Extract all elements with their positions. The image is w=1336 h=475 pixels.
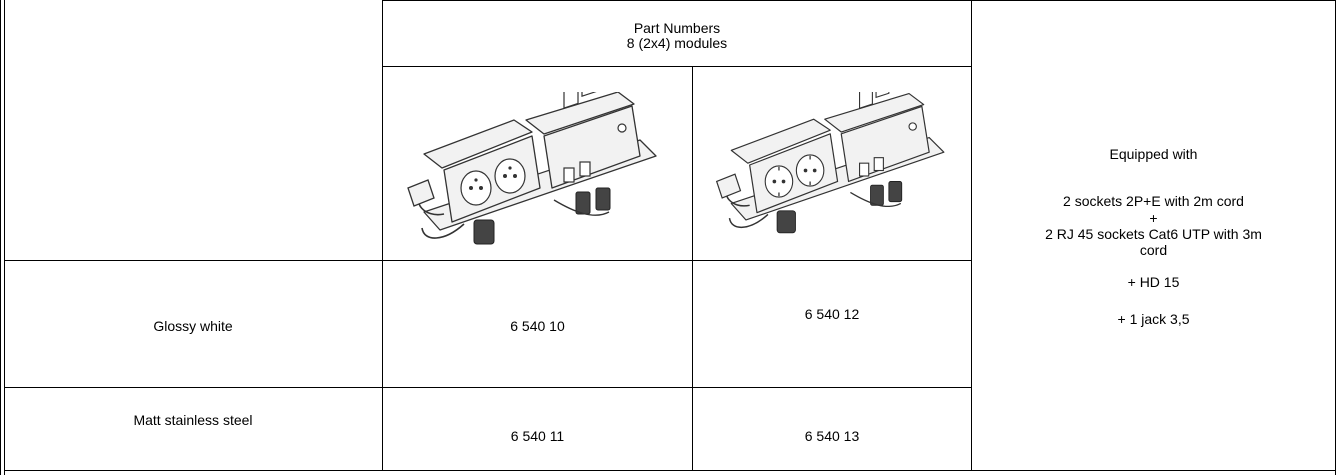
- part-number: 6 540 11: [510, 428, 565, 444]
- equipment-line-sockets: 2 sockets 2P+E with 2m cord: [1063, 193, 1244, 209]
- equipment-line-rj45: 2 RJ 45 sockets Cat6 UTP with 3m: [1045, 226, 1262, 242]
- part-number: 6 540 10: [510, 318, 565, 334]
- divider-vertical-2: [692, 66, 693, 471]
- part-number: 6 540 12: [804, 306, 860, 322]
- divider-vertical-3: [971, 0, 972, 471]
- pop-up-box-french-socket-image: [407, 92, 657, 245]
- finish-label: Glossy white: [153, 318, 233, 334]
- border-bottom: [4, 470, 1336, 471]
- equipment-jack: + 1 jack 3,5: [1117, 311, 1190, 327]
- divider-header: [382, 66, 972, 67]
- divider-image-row: [4, 260, 972, 261]
- border-left-outer: [0, 0, 1, 475]
- part-number: 6 540 13: [804, 428, 860, 444]
- pop-up-box-schuko-socket-image: [715, 92, 945, 234]
- border-top: [382, 0, 1336, 1]
- equipment-line-cord: cord: [1139, 242, 1168, 258]
- equipment-plus: +: [1149, 210, 1158, 226]
- divider-vertical-1: [382, 0, 383, 471]
- divider-finish-row: [4, 387, 972, 388]
- header-subtitle: 8 (2x4) modules: [626, 35, 728, 51]
- equipment-heading: Equipped with: [1109, 146, 1198, 162]
- equipment-hd15: + HD 15: [1127, 274, 1180, 290]
- header-title: Part Numbers: [633, 20, 721, 36]
- finish-label: Matt stainless steel: [133, 412, 253, 428]
- border-left-inner: [4, 0, 5, 475]
